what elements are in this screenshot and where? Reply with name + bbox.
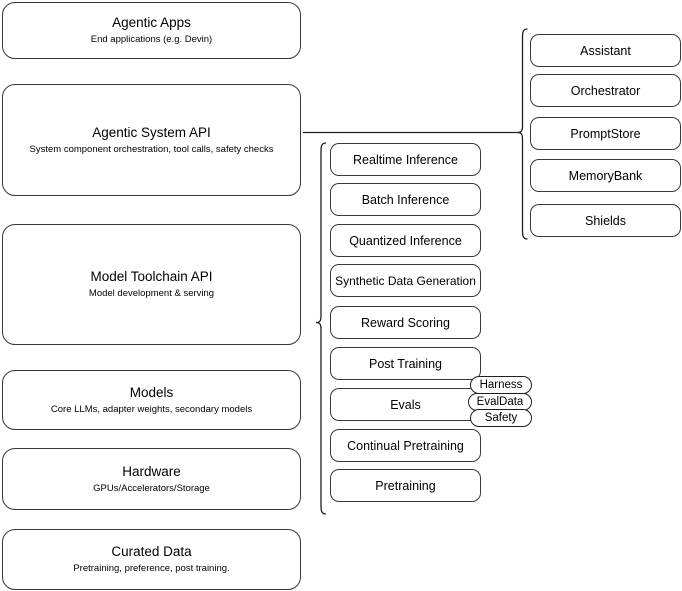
- layer-title: Agentic Apps: [112, 15, 191, 30]
- capability-batch-inference[interactable]: Batch Inference: [330, 183, 481, 216]
- layer-title: Curated Data: [111, 544, 192, 559]
- capability-quantized-inference[interactable]: Quantized Inference: [330, 224, 481, 257]
- capability-realtime-inference[interactable]: Realtime Inference: [330, 143, 481, 176]
- layer-title: Hardware: [122, 463, 181, 479]
- capability-reward-scoring[interactable]: Reward Scoring: [330, 306, 481, 339]
- layer-subtitle: Core LLMs, adapter weights, secondary mo…: [50, 403, 253, 415]
- layer-curated-data[interactable]: Curated Data Pretraining, preference, po…: [2, 529, 301, 590]
- layer-subtitle: System component orchestration, tool cal…: [29, 143, 274, 155]
- layer-subtitle: Pretraining, preference, post training.: [73, 563, 230, 574]
- component-assistant[interactable]: Assistant: [530, 34, 681, 67]
- component-orchestrator[interactable]: Orchestrator: [530, 74, 681, 107]
- component-memorybank[interactable]: MemoryBank: [530, 159, 681, 192]
- layer-title: Model Toolchain API: [90, 269, 213, 284]
- system-components-brace: [517, 28, 528, 240]
- layer-agentic-system-api[interactable]: Agentic System API System component orch…: [2, 84, 301, 196]
- toolchain-capabilities-brace: [315, 142, 327, 515]
- layer-subtitle: End applications (e.g. Devin): [90, 34, 213, 45]
- layer-hardware[interactable]: Hardware GPUs/Accelerators/Storage: [2, 448, 301, 510]
- badge-safety[interactable]: Safety: [470, 409, 532, 427]
- capability-post-training[interactable]: Post Training: [330, 347, 481, 380]
- badge-harness[interactable]: Harness: [470, 376, 532, 394]
- capability-continual-pretraining[interactable]: Continual Pretraining: [330, 429, 481, 462]
- capability-pretraining[interactable]: Pretraining: [330, 469, 481, 502]
- component-shields[interactable]: Shields: [530, 204, 681, 237]
- layer-model-toolchain-api[interactable]: Model Toolchain API Model development & …: [2, 224, 301, 345]
- component-promptstore[interactable]: PromptStore: [530, 117, 681, 150]
- layer-subtitle: GPUs/Accelerators/Storage: [93, 482, 210, 494]
- capability-synthetic-data-generation[interactable]: Synthetic Data Generation: [330, 264, 481, 297]
- layer-title: Agentic System API: [92, 124, 211, 140]
- layer-models[interactable]: Models Core LLMs, adapter weights, secon…: [2, 370, 301, 430]
- layer-agentic-apps[interactable]: Agentic Apps End applications (e.g. Devi…: [2, 2, 301, 59]
- layer-title: Models: [129, 384, 174, 400]
- capability-evals[interactable]: Evals: [330, 388, 481, 421]
- layer-subtitle: Model development & serving: [88, 288, 215, 299]
